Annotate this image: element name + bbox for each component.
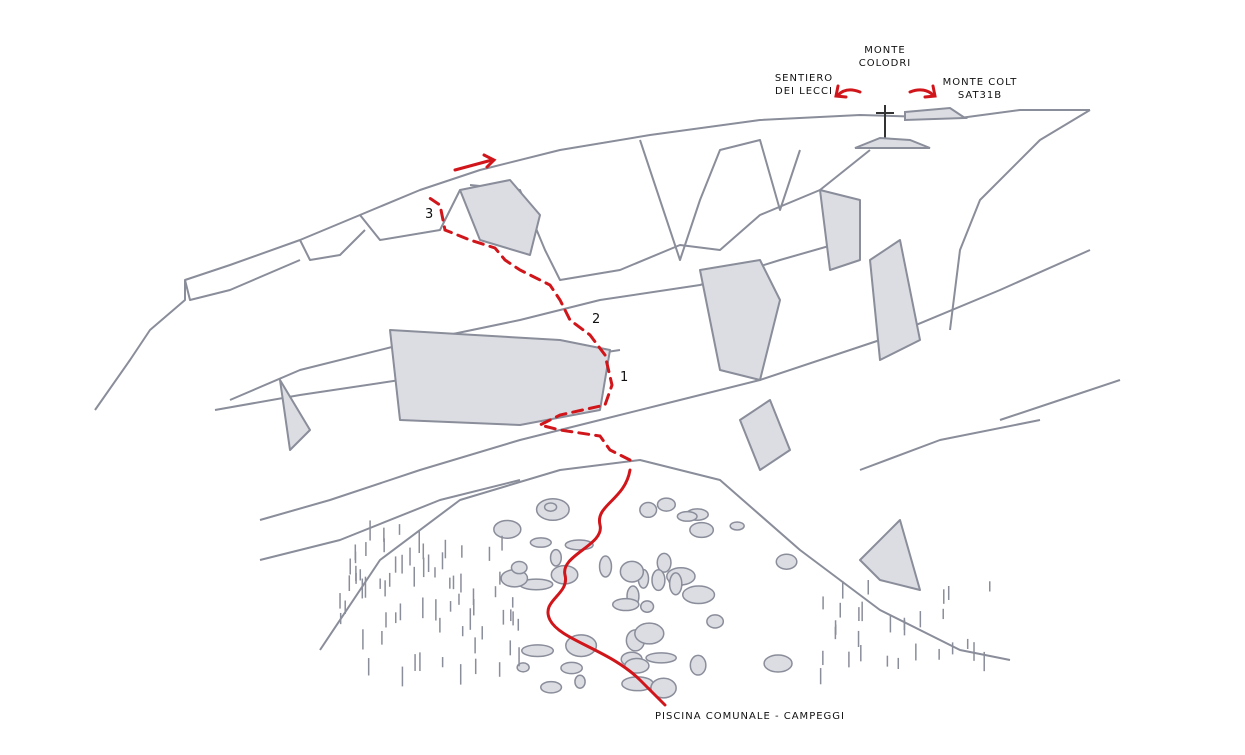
boulder <box>645 652 678 664</box>
boulder <box>676 510 698 522</box>
cliff-face <box>94 109 1121 661</box>
boulder <box>521 644 555 658</box>
boulder <box>681 585 716 605</box>
boulder <box>493 519 522 539</box>
right-trail-label: MONTE COLT SAT31B <box>940 76 1020 102</box>
boulder <box>775 553 798 570</box>
boulder <box>560 661 583 675</box>
summit-label: MONTE COLODRI <box>858 45 912 69</box>
boulder <box>549 548 563 567</box>
boulder-field <box>493 497 798 699</box>
right-trail-line2: SAT31B <box>957 90 1003 101</box>
boulder <box>639 501 658 519</box>
boulder <box>516 662 530 673</box>
arrow-right-icon <box>908 88 935 97</box>
boulder <box>510 560 528 575</box>
exit-arrow-icon <box>453 158 494 172</box>
trees <box>339 520 991 687</box>
boulder <box>574 674 586 689</box>
boulder <box>689 521 715 539</box>
boulder <box>651 569 666 592</box>
boulder <box>639 600 655 614</box>
left-trail-label: SENTIERO DEI LECCI <box>774 73 834 97</box>
boulder <box>543 502 558 513</box>
boulder <box>668 572 683 596</box>
right-trail-line1: MONTE COLT <box>942 77 1018 88</box>
boulder <box>598 555 613 578</box>
route <box>423 84 937 707</box>
pitch-1: 1 <box>620 370 629 385</box>
approach-path <box>546 468 667 707</box>
summit-cross-icon <box>854 105 969 149</box>
boulder <box>706 614 725 629</box>
arrow-left-icon <box>836 88 862 97</box>
boulder <box>650 677 677 699</box>
boulder <box>611 597 640 612</box>
pitch-2: 2 <box>592 312 601 327</box>
boulder <box>689 654 707 676</box>
boulder <box>540 680 563 694</box>
boulder <box>763 654 793 673</box>
boulder <box>529 537 552 548</box>
pitch-3: 3 <box>425 207 434 222</box>
boulder <box>656 497 676 512</box>
boulder <box>656 552 672 573</box>
boulder <box>634 622 665 645</box>
start-label: PISCINA COMUNALE - CAMPEGGI <box>655 711 845 722</box>
boulder <box>729 521 745 531</box>
boulder <box>619 560 645 583</box>
climbing-route <box>423 193 632 462</box>
